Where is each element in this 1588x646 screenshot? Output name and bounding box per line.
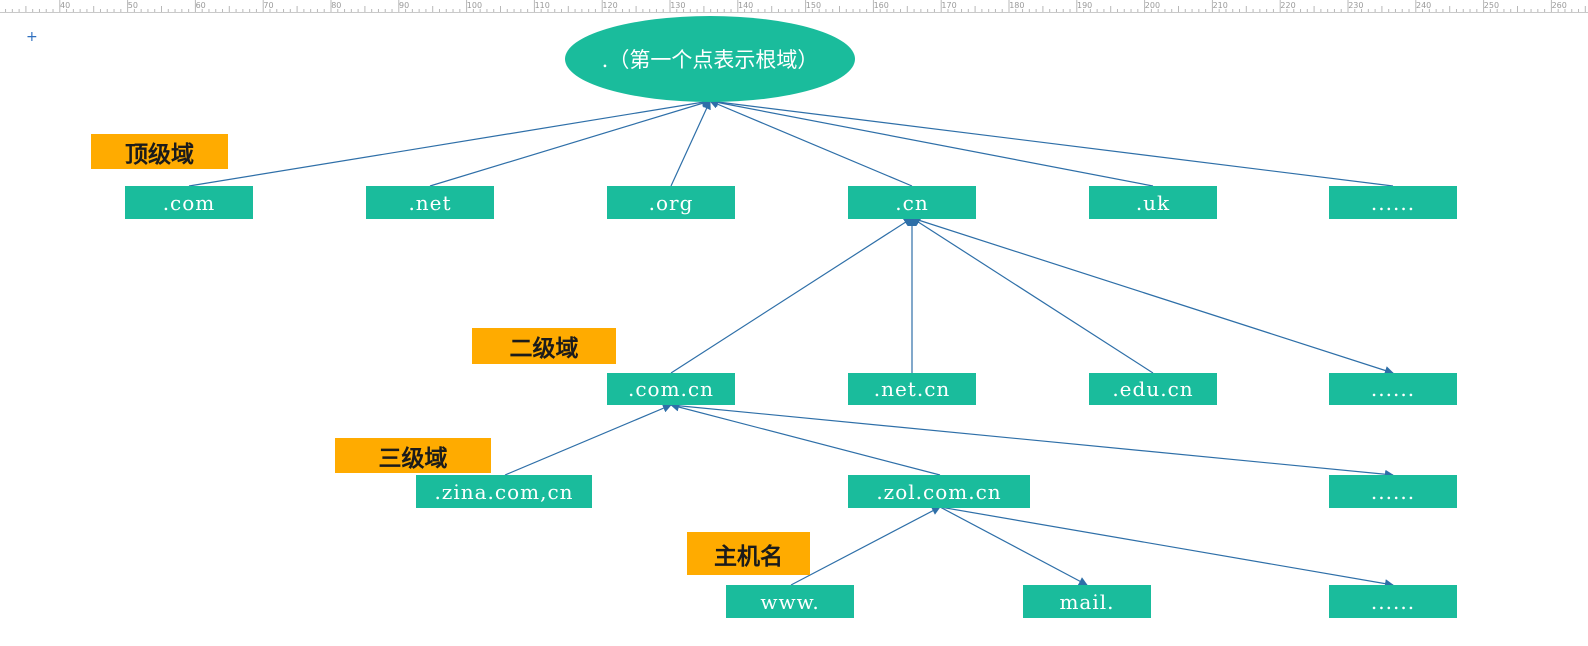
- node-www[interactable]: www.: [726, 585, 854, 618]
- label-third-level-domain[interactable]: 三级域: [335, 438, 491, 473]
- node-mail[interactable]: mail.: [1023, 585, 1151, 618]
- node-com-label: .com: [162, 190, 216, 215]
- label-third-level-domain-text: 三级域: [378, 444, 448, 472]
- node-net[interactable]: .net: [366, 186, 494, 219]
- node-uk-label: .uk: [1135, 190, 1171, 215]
- edge-cn-to-root: [709, 99, 913, 187]
- label-host-name-text: 主机名: [714, 542, 783, 570]
- node-zina-com-cn[interactable]: .zina.com,cn: [416, 475, 592, 508]
- ruler-label: 260: [1552, 1, 1567, 10]
- edge-net-to-root: [429, 99, 711, 187]
- ruler-label: 100: [467, 1, 482, 10]
- ruler-label: 150: [806, 1, 821, 10]
- node-net-cn-label: .net.cn: [873, 377, 951, 401]
- edge-zina-to-comcn: [504, 404, 672, 476]
- ruler-label: 140: [738, 1, 753, 10]
- node-edu-cn[interactable]: .edu.cn: [1089, 373, 1217, 405]
- ruler-label: 90: [399, 1, 409, 10]
- node-second-more-label: ......: [1370, 377, 1416, 401]
- ruler-label: 60: [196, 1, 206, 10]
- edge-www-to-zol: [790, 506, 941, 586]
- edge-educn-to-cn: [911, 217, 1154, 374]
- node-net-label: .net: [408, 190, 452, 215]
- ruler-label: 200: [1145, 1, 1160, 10]
- label-top-level-domain-text: 顶级域: [125, 140, 194, 168]
- node-zol-com-cn[interactable]: .zol.com.cn: [848, 475, 1030, 508]
- node-org-label: .org: [648, 190, 694, 215]
- node-uk[interactable]: .uk: [1089, 186, 1217, 219]
- node-org[interactable]: .org: [607, 186, 735, 219]
- node-zol-com-cn-label: .zol.com.cn: [876, 479, 1002, 504]
- node-com-cn[interactable]: .com.cn: [607, 373, 735, 405]
- edge-cn-to-secondmore: [911, 217, 1394, 375]
- ruler-label: 220: [1280, 1, 1295, 10]
- node-edu-cn-label: .edu.cn: [1112, 377, 1194, 401]
- root-domain-node[interactable]: .（第一个点表示根域）: [565, 16, 855, 102]
- node-third-more[interactable]: ......: [1329, 475, 1457, 508]
- node-cn-label: .cn: [895, 190, 929, 215]
- edge-topmore-to-root: [709, 97, 1394, 187]
- ruler-label: 250: [1484, 1, 1499, 10]
- label-second-level-domain-text: 二级域: [509, 335, 579, 362]
- node-www-label: www.: [760, 589, 820, 614]
- node-host-more[interactable]: ......: [1329, 585, 1457, 618]
- ruler-label: 120: [602, 1, 617, 10]
- ruler-label: 240: [1416, 1, 1431, 10]
- root-domain-label: .（第一个点表示根域）: [601, 48, 819, 72]
- canvas-add-marker[interactable]: +: [26, 29, 38, 45]
- top-ruler: 40 50 60 70 80 90 100 110 120 130 140 150 160 170 180 1…: [0, 0, 1588, 13]
- ruler-label: 230: [1348, 1, 1363, 10]
- edge-uk-to-root: [709, 98, 1154, 187]
- node-net-cn[interactable]: .net.cn: [848, 373, 976, 405]
- node-third-more-label: ......: [1370, 479, 1416, 504]
- ruler-label: 70: [263, 1, 273, 10]
- ruler-label: 190: [1077, 1, 1092, 10]
- edge-com-to-root: [188, 97, 711, 187]
- label-host-name[interactable]: 主机名: [687, 532, 810, 575]
- edge-comcn-to-cn: [670, 217, 913, 374]
- ruler-label: 180: [1009, 1, 1024, 10]
- edge-zol-to-mail: [939, 506, 1088, 586]
- ruler-label: 50: [128, 1, 138, 10]
- node-mail-label: mail.: [1059, 589, 1115, 614]
- node-second-more[interactable]: ......: [1329, 373, 1457, 405]
- node-com[interactable]: .com: [125, 186, 253, 219]
- node-cn[interactable]: .cn: [848, 186, 976, 219]
- node-com-cn-label: .com.cn: [627, 377, 714, 401]
- edge-zol-to-comcn: [670, 402, 941, 476]
- node-top-more[interactable]: ......: [1329, 186, 1457, 219]
- ruler-label: 160: [874, 1, 889, 10]
- ruler-label: 130: [670, 1, 685, 10]
- ruler-label: 170: [941, 1, 956, 10]
- edge-comcn-to-thirdmore: [670, 404, 1394, 479]
- ruler-label: 110: [535, 1, 550, 10]
- ruler-label: 210: [1213, 1, 1228, 10]
- node-zina-com-cn-label: .zina.com,cn: [434, 479, 574, 504]
- ruler-label: 80: [331, 1, 341, 10]
- edge-zol-to-hostmore: [939, 506, 1394, 589]
- node-top-more-label: ......: [1370, 190, 1416, 215]
- ruler-label: 40: [60, 1, 70, 10]
- edge-org-to-root: [670, 100, 711, 187]
- label-top-level-domain[interactable]: 顶级域: [91, 134, 228, 169]
- node-host-more-label: ......: [1370, 589, 1416, 614]
- label-second-level-domain[interactable]: 二级域: [472, 328, 616, 364]
- ruler-ticks: 40 50 60 70 80 90 100 110 120 130 140 150 160 170 180 1…: [5, 0, 1586, 12]
